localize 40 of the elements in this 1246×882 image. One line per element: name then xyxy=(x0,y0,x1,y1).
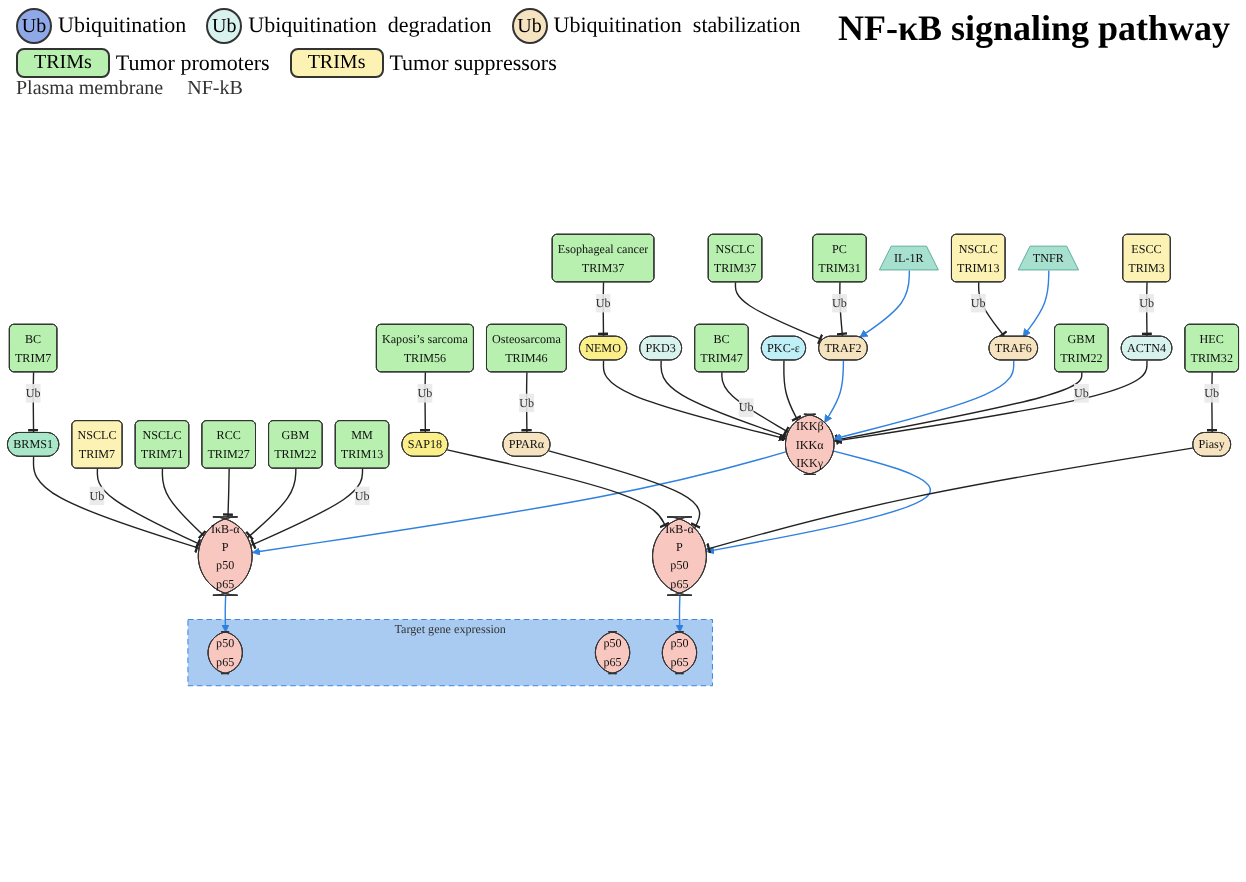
connector xyxy=(96,467,202,550)
connector xyxy=(977,281,1008,339)
note-label: NF-kB xyxy=(187,78,243,100)
legend-text: Tumor promoters xyxy=(115,51,270,75)
connector xyxy=(32,456,201,554)
legend-swatch: Ub xyxy=(511,8,548,44)
legend-text: Ubiquitination xyxy=(58,14,187,38)
arrow xyxy=(602,359,787,442)
arrow xyxy=(833,359,1148,445)
note-label: Plasma membrane xyxy=(16,78,164,100)
legend-swatch: Ub xyxy=(16,8,52,44)
connector xyxy=(835,281,849,338)
title: NF-κB signaling pathway xyxy=(837,8,1230,50)
connector xyxy=(418,371,432,434)
connector xyxy=(446,449,671,529)
arrow xyxy=(833,359,1015,441)
connector xyxy=(833,371,1083,446)
arrow xyxy=(859,269,911,338)
arrow xyxy=(221,595,230,633)
legend-text: Ubiquitination degradation xyxy=(248,14,492,38)
legend-swatch: TRIMs xyxy=(16,48,110,78)
legend-swatch: TRIMs xyxy=(289,48,384,78)
arrow xyxy=(675,595,684,633)
connector xyxy=(548,450,702,529)
connector xyxy=(783,359,803,422)
arrow xyxy=(252,450,788,556)
connector xyxy=(705,447,1195,555)
legend-text: Ubiquitination stabilization xyxy=(553,14,801,38)
connector xyxy=(250,467,364,550)
connector xyxy=(721,371,790,437)
arrow xyxy=(706,450,931,555)
connector xyxy=(221,467,235,519)
connector xyxy=(734,281,824,345)
legend-swatch: Ub xyxy=(206,8,243,44)
arrow xyxy=(824,359,845,423)
connector xyxy=(161,467,207,540)
connector xyxy=(660,359,788,443)
legend-text: Tumor suppressors xyxy=(389,51,557,75)
connector xyxy=(245,467,297,541)
arrow xyxy=(1022,269,1050,337)
